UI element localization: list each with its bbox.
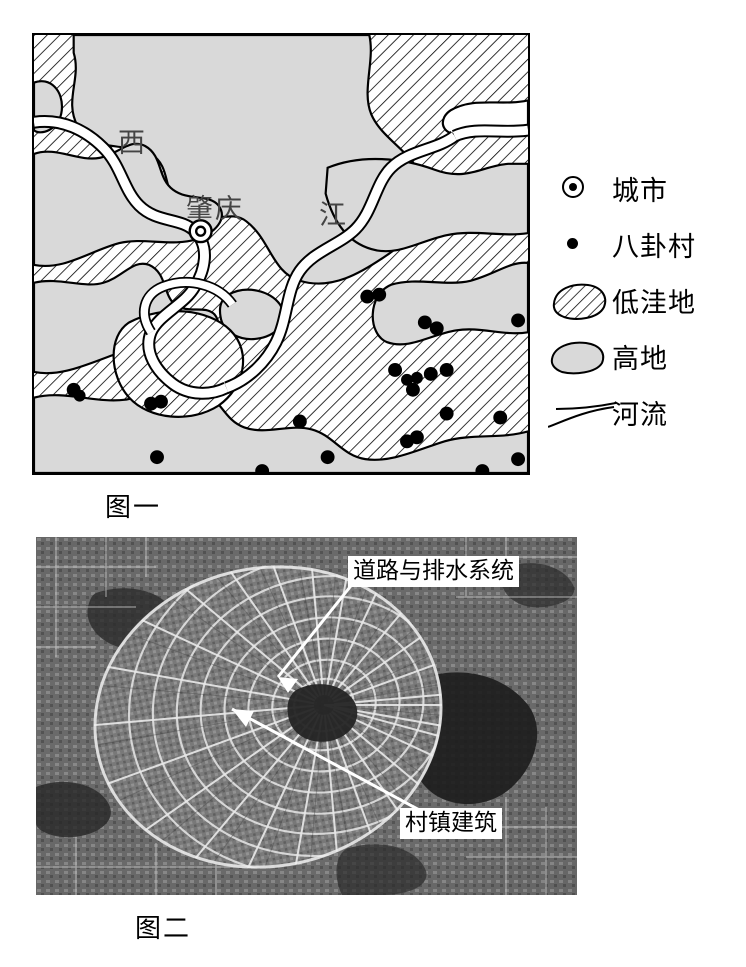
legend-label-village: 八卦村 (612, 231, 696, 263)
legend-label-highland: 高地 (612, 343, 668, 375)
village-dot (405, 382, 420, 397)
map-legend: 城市 八卦村 低洼地 高地 (548, 160, 744, 440)
pond-south (336, 844, 427, 895)
village-dot (423, 366, 438, 381)
map-label-zhaoqing: 肇庆 (186, 194, 244, 225)
lowland-hatch-icon (548, 277, 612, 323)
arrow-line-buildings (231, 707, 437, 821)
arrow-head-roads (278, 677, 298, 693)
city-symbol-zhaoqing (188, 219, 213, 244)
village-dot (511, 452, 526, 467)
village-dot (511, 313, 526, 328)
village-dot (292, 414, 307, 429)
village-dot (388, 363, 403, 377)
schematic-map: 西 肇庆 江 (32, 33, 530, 475)
annotation-roads-drainage: 道路与排水系统 (348, 556, 519, 588)
highland-area-east-central (371, 261, 528, 346)
map-label-jiang: 江 (319, 200, 346, 231)
annotation-village-buildings: 村镇建筑 (400, 808, 502, 840)
aerial-photo-svg (36, 537, 577, 895)
legend-item-city: 城市 (548, 160, 744, 216)
annotation-arrows (231, 576, 437, 821)
village-dot (409, 430, 424, 445)
village-dots (66, 287, 526, 473)
village-dot-icon (548, 221, 612, 267)
river-northeast-water (452, 125, 528, 141)
legend-item-highland: 高地 (548, 328, 744, 384)
legend-label-lowland: 低洼地 (612, 287, 696, 319)
map-label-xi: 西 (118, 128, 145, 159)
legend-item-lowland: 低洼地 (548, 272, 744, 328)
village-dot (73, 389, 86, 402)
highland-area-central (218, 288, 285, 341)
village-dot (255, 464, 270, 473)
village-dot (429, 321, 444, 336)
legend-item-river: 河流 (548, 384, 744, 440)
pond-northeast (501, 563, 575, 608)
figure-one-caption: 图一 (104, 493, 161, 523)
river-main-water (34, 117, 229, 398)
aerial-photo (36, 537, 577, 895)
legend-item-village: 八卦村 (548, 216, 744, 272)
map-terrain (34, 35, 528, 473)
figure-one-block: 西 肇庆 江 城市 八卦村 低洼地 (32, 33, 744, 523)
river-loop-water (140, 278, 236, 335)
village-dot (154, 394, 168, 409)
village-dot (401, 373, 413, 386)
village-dot (493, 410, 508, 425)
pond-southwest (36, 781, 111, 838)
legend-label-city: 城市 (612, 175, 668, 207)
highland-fill-icon (548, 333, 612, 379)
arrow-line-roads (276, 576, 360, 678)
village-dot (372, 287, 387, 302)
legend-label-river: 河流 (612, 399, 668, 431)
village-dot (417, 315, 432, 330)
river-branch-water (224, 132, 458, 392)
village-ring-road (93, 565, 443, 869)
lowland-island-southwest (112, 310, 245, 418)
village-dot (439, 363, 454, 377)
village-dot (360, 289, 375, 304)
city-circle-icon (548, 165, 612, 211)
figure-two-caption: 图二 (134, 914, 191, 944)
village-dot (410, 371, 423, 384)
map-svg (34, 35, 528, 473)
village-dot (475, 464, 490, 473)
village-center-pond (287, 684, 358, 742)
village-dot (439, 406, 454, 421)
river-lines-icon (548, 389, 616, 435)
village-dot (150, 450, 164, 465)
arrow-head-buildings (232, 709, 254, 727)
village-dot (320, 450, 335, 465)
